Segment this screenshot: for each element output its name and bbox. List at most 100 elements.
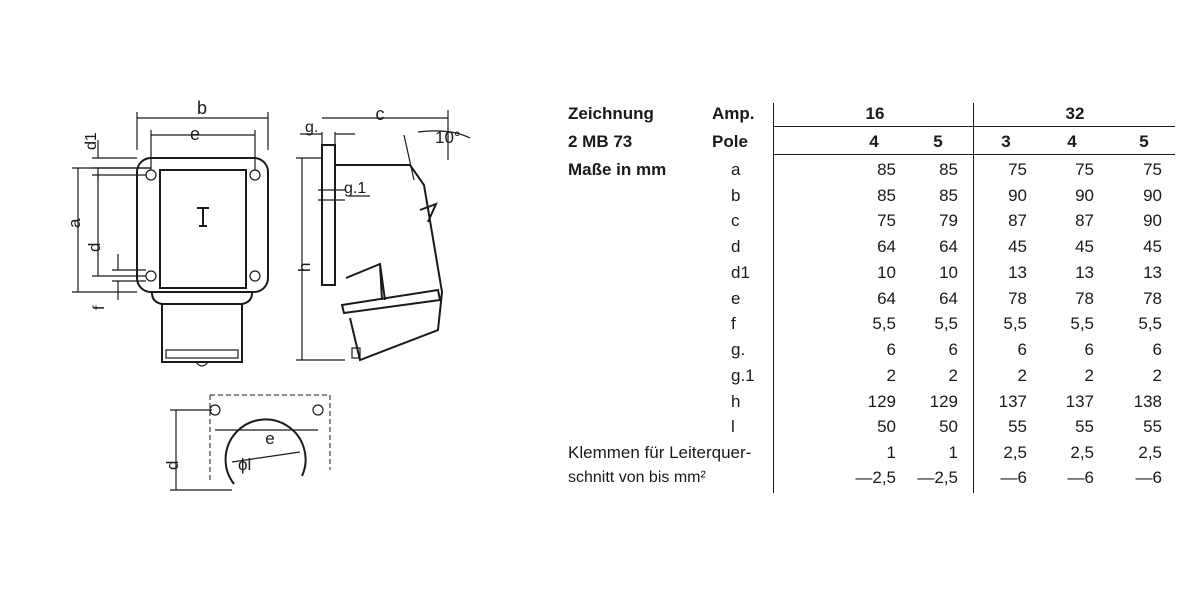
cell: 129 — [867, 392, 896, 411]
pole-value: 5 — [933, 132, 943, 151]
header-rule — [773, 126, 1175, 127]
cell: 6 — [886, 340, 896, 359]
cell: 79 — [939, 211, 958, 230]
klemmen-label: schnitt von bis mm² — [568, 469, 706, 486]
side-lid-catch — [419, 202, 438, 223]
row-label: e — [731, 289, 741, 308]
header-pole: Pole — [712, 132, 748, 151]
label-h: h — [295, 263, 314, 272]
cell: 2,5 — [1003, 443, 1027, 462]
klemmen-label: Klemmen für Leiterquer- — [568, 443, 752, 462]
header-amp-16: 16 — [865, 104, 885, 123]
row-label: f — [731, 314, 736, 333]
dim-c — [322, 110, 449, 160]
dim-angle — [403, 130, 471, 181]
socket-ring — [165, 349, 239, 359]
cell: 2 — [1084, 366, 1094, 385]
technical-drawing: b e d1 a d f c g. 10° g.1 h e d ϕ — [65, 98, 471, 491]
label-phi: ϕl — [238, 455, 251, 474]
cell: 137 — [1065, 392, 1094, 411]
cell: 90 — [1075, 186, 1094, 205]
cell: 45 — [1143, 237, 1162, 256]
label-d1: d1 — [83, 132, 100, 150]
dim-f — [112, 254, 146, 300]
cell: 2 — [948, 366, 958, 385]
side-view: c g. 10° g.1 h — [295, 104, 471, 362]
pole-value: 4 — [1067, 132, 1077, 151]
cell: 6 — [948, 340, 958, 359]
row-label: g. — [731, 340, 746, 359]
cell: 5,5 — [872, 314, 896, 333]
socket-tube — [151, 292, 253, 363]
side-socket — [345, 262, 386, 301]
cell: 137 — [998, 392, 1027, 411]
cell: 64 — [939, 289, 958, 308]
header-rule — [773, 154, 1175, 155]
cell: 138 — [1133, 392, 1162, 411]
cell: 75 — [1143, 160, 1162, 179]
cell: 85 — [877, 160, 896, 179]
cell: 6 — [1017, 340, 1027, 359]
cell: 6 — [1084, 340, 1094, 359]
dim-e — [150, 130, 256, 170]
dim-d — [92, 174, 146, 277]
row-label: a — [731, 160, 741, 179]
row-label: b — [731, 186, 741, 205]
cell: 64 — [939, 237, 958, 256]
label-b: b — [197, 98, 207, 118]
row-label: d1 — [731, 263, 750, 282]
cell: 2 — [1017, 366, 1027, 385]
cell: 1 — [948, 443, 958, 462]
label-e2: e — [265, 429, 274, 448]
cell: 85 — [877, 186, 896, 205]
dim-b — [136, 112, 269, 150]
cell: 78 — [1075, 289, 1094, 308]
housing-face — [159, 169, 247, 289]
latch-symbol — [197, 207, 209, 227]
cell: 6 — [1152, 340, 1162, 359]
cell: 55 — [1075, 417, 1094, 436]
cell: —6 — [1135, 468, 1162, 487]
side-flange — [321, 144, 336, 286]
cutout-circle — [224, 418, 307, 485]
cell: 90 — [1143, 211, 1162, 230]
pole-value: 5 — [1139, 132, 1149, 151]
cell: 5,5 — [1003, 314, 1027, 333]
cell: 5,5 — [1138, 314, 1162, 333]
header-amp: Amp. — [712, 104, 755, 123]
cell: 2 — [886, 366, 896, 385]
cell: 90 — [1008, 186, 1027, 205]
label-d: d — [85, 243, 104, 252]
dim-g — [300, 132, 355, 150]
side-tab — [351, 347, 361, 359]
cell: 10 — [939, 263, 958, 282]
header-zeichnung: Zeichnung — [568, 104, 654, 123]
cell: 78 — [1143, 289, 1162, 308]
dim-d2 — [170, 409, 232, 491]
label-c: c — [376, 104, 385, 124]
cell: 5,5 — [934, 314, 958, 333]
cell: 13 — [1075, 263, 1094, 282]
socket-nose — [195, 361, 209, 367]
cell: —6 — [1067, 468, 1094, 487]
mount-hole — [249, 270, 261, 282]
pole-value: 4 — [869, 132, 879, 151]
dim-a — [72, 167, 150, 293]
cutout-hole — [312, 404, 324, 416]
cell: —2,5 — [855, 468, 896, 487]
cell: 13 — [1008, 263, 1027, 282]
cell: 1 — [886, 443, 896, 462]
cell: 10 — [877, 263, 896, 282]
cell: 78 — [1008, 289, 1027, 308]
cell: 87 — [1008, 211, 1027, 230]
dim-g1 — [318, 189, 370, 201]
column-rule — [773, 103, 774, 493]
cell: 2,5 — [1138, 443, 1162, 462]
column-rule — [973, 103, 974, 493]
cell: 87 — [1075, 211, 1094, 230]
cell: 90 — [1143, 186, 1162, 205]
cell: 2 — [1152, 366, 1162, 385]
cell: 55 — [1143, 417, 1162, 436]
cutout-outline — [209, 394, 331, 480]
